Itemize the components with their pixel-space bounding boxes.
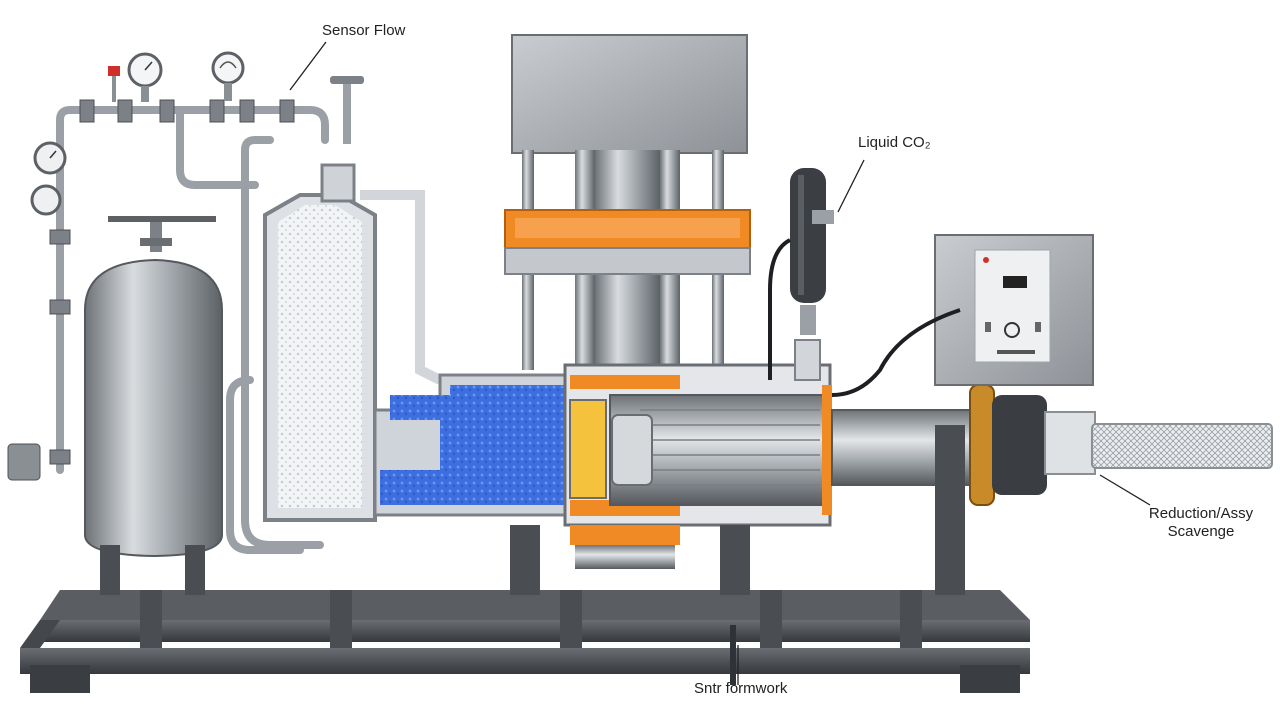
reduction-label-line2: Scavenge [1167,523,1235,540]
base-frame [20,590,1030,693]
reduction-label-line1: Reduction/Assy [1148,505,1254,522]
fluid-chamber [373,373,602,517]
main-cylinder [510,363,832,595]
valve-handle-icon [330,76,364,144]
output-shaft [831,384,1096,595]
bottom-label: Sntr formwork [694,680,788,697]
leader-lines [289,41,1151,685]
left-pipework [56,106,329,554]
mesh-filter-tube [1091,423,1273,469]
hydraulic-press [504,34,751,370]
reduction-label: Reduction/Assy Scavenge [1126,505,1276,541]
gauge-icon [211,51,245,101]
pressure-tank [84,216,223,595]
control-box [831,234,1094,397]
filter-chamber [263,163,443,522]
side-gauge-icon [30,141,67,216]
pressure-gauge-icon [108,52,163,102]
sensor-flow-label: Sensor Flow [322,22,406,39]
pipe-fittings [7,99,295,481]
liquid-co2-label: Liquid CO₂ [858,134,931,151]
co2-cylinder [768,168,834,381]
